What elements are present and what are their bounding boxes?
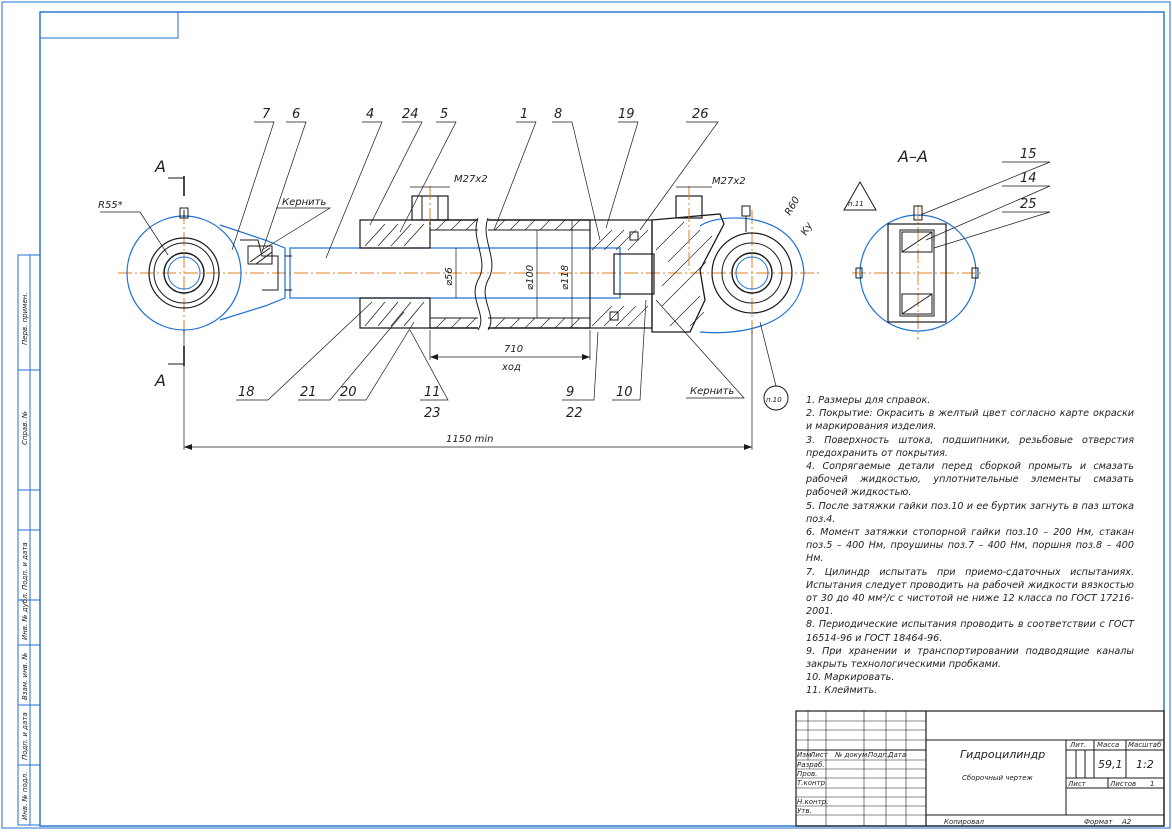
dim-thread-1: М27х2 xyxy=(454,174,488,185)
note-item: 6. Момент затяжки стопорной гайки поз.10… xyxy=(806,527,1134,565)
tb-col-doc: № докум. xyxy=(834,751,870,759)
dim-stroke-label: ход xyxy=(501,362,521,373)
tb-format-label: Формат xyxy=(1084,818,1113,826)
part-label: 8 xyxy=(554,107,562,122)
part-label: 15 xyxy=(1020,147,1037,162)
tb-scale: 1:2 xyxy=(1136,758,1154,771)
tb-doc-type: Сборочный чертеж xyxy=(962,774,1033,782)
part-label: 9 xyxy=(566,385,574,400)
part-label: 4 xyxy=(366,107,374,122)
note-item: 9. При хранении и транспортировании подв… xyxy=(806,645,1134,671)
tb-row: Утв. xyxy=(797,807,812,815)
note-ref-top: п.11 xyxy=(848,200,864,208)
side-label-2: Подп. и дата xyxy=(21,542,29,590)
part-label: 6 xyxy=(292,107,300,122)
top-corner-box xyxy=(39,11,179,39)
dim-dia-outer: ⌀118 xyxy=(560,265,571,290)
note-item: 3. Поверхность штока, подшипники, резьбо… xyxy=(806,434,1134,459)
dim-stroke-value: 710 xyxy=(504,344,523,355)
tb-col-sign: Подп. xyxy=(868,751,889,759)
tb-mass-label: Масса xyxy=(1097,741,1119,749)
main-view xyxy=(100,121,1051,450)
dim-length-min: 1150 min xyxy=(446,434,494,445)
section-view xyxy=(852,205,984,340)
part-label: 11 xyxy=(424,385,441,400)
note-ref-bottom: п.10 xyxy=(766,396,782,404)
tb-scale-label: Масштаб xyxy=(1128,741,1162,749)
tb-lit-label: Лит. xyxy=(1069,741,1086,749)
note-item: 2. Покрытие: Окрасить в желтый цвет согл… xyxy=(806,408,1134,433)
note-item: 5. После затяжки гайки поз.10 и ее бурти… xyxy=(806,500,1134,525)
part-label: 24 xyxy=(402,107,419,122)
kernit-label-1: Кернить xyxy=(282,197,326,208)
dim-dia-bore: ⌀100 xyxy=(525,265,536,290)
tb-name: Гидроцилиндр xyxy=(960,748,1045,761)
note-item: 10. Маркировать. xyxy=(806,672,895,684)
part-label: 21 xyxy=(300,385,317,400)
technical-notes: 1. Размеры для справок. 2. Покрытие: Окр… xyxy=(806,394,1134,698)
dim-radius-end: R60 xyxy=(783,195,802,218)
note-item: 1. Размеры для справок. xyxy=(806,395,931,406)
cut-letter-bottom: А xyxy=(154,371,166,390)
part-label: 1 xyxy=(520,107,528,122)
section-title: А–А xyxy=(897,147,928,166)
title-block: Изм Лист № докум. Подп. Дата Разраб. Про… xyxy=(795,710,1165,827)
tb-sheet-label: Лист xyxy=(1067,780,1087,788)
part-label: 14 xyxy=(1020,171,1037,186)
note-item: 4. Сопрягаемые детали перед сборкой пром… xyxy=(806,461,1134,499)
note-item: 11. Клеймить. xyxy=(806,685,878,697)
tb-col-date: Дата xyxy=(887,751,906,759)
side-label-3: Инв. № дубл. xyxy=(21,592,29,640)
part-label: 22 xyxy=(566,406,583,421)
side-label-5: Подп. и дата xyxy=(21,712,29,760)
side-label-0: Перв. примен. xyxy=(21,292,29,345)
part-label: 7 xyxy=(262,107,271,122)
dim-thread-2: М27х2 xyxy=(712,176,746,187)
note-item: 8. Периодические испытания проводить в с… xyxy=(806,619,1134,644)
side-label-6: Инв. № подл. xyxy=(21,772,29,820)
dim-dia-rod: ⌀56 xyxy=(444,267,455,286)
kernit-label-2: Кернить xyxy=(690,386,734,397)
marking-label: Ку xyxy=(799,220,816,238)
part-label: 20 xyxy=(340,385,357,400)
tb-sheets-label: Листов xyxy=(1109,780,1136,788)
tb-row: Пров. xyxy=(797,770,817,778)
note-item: 7. Цилиндр испытать при приемо-сдаточных… xyxy=(806,566,1134,618)
side-label-4: Взам. инв. № xyxy=(21,652,29,700)
tb-row: Т.контр. xyxy=(797,779,827,787)
part-label: 5 xyxy=(440,107,448,122)
part-label: 23 xyxy=(424,406,441,421)
side-label-1: Справ. № xyxy=(21,411,29,445)
tb-col-list: Лист xyxy=(809,751,829,759)
dim-radius-eye: R55* xyxy=(98,200,123,211)
tb-row: Н.контр. xyxy=(797,798,828,806)
part-label: 18 xyxy=(238,385,255,400)
tb-copied: Копировал xyxy=(944,818,985,826)
part-label: 26 xyxy=(692,107,709,122)
side-strip: Перв. примен. Справ. № Подп. и дата Инв.… xyxy=(17,254,41,826)
tb-format-value: А2 xyxy=(1121,818,1132,826)
tb-row: Разраб. xyxy=(797,761,825,769)
cut-letter-top: А xyxy=(154,157,166,176)
part-label: 10 xyxy=(616,385,633,400)
tb-sheets-value: 1 xyxy=(1150,780,1154,788)
tb-col-izm: Изм xyxy=(797,751,812,759)
tb-mass: 59,1 xyxy=(1098,758,1123,771)
part-label: 19 xyxy=(618,107,635,122)
part-label: 25 xyxy=(1020,197,1037,212)
